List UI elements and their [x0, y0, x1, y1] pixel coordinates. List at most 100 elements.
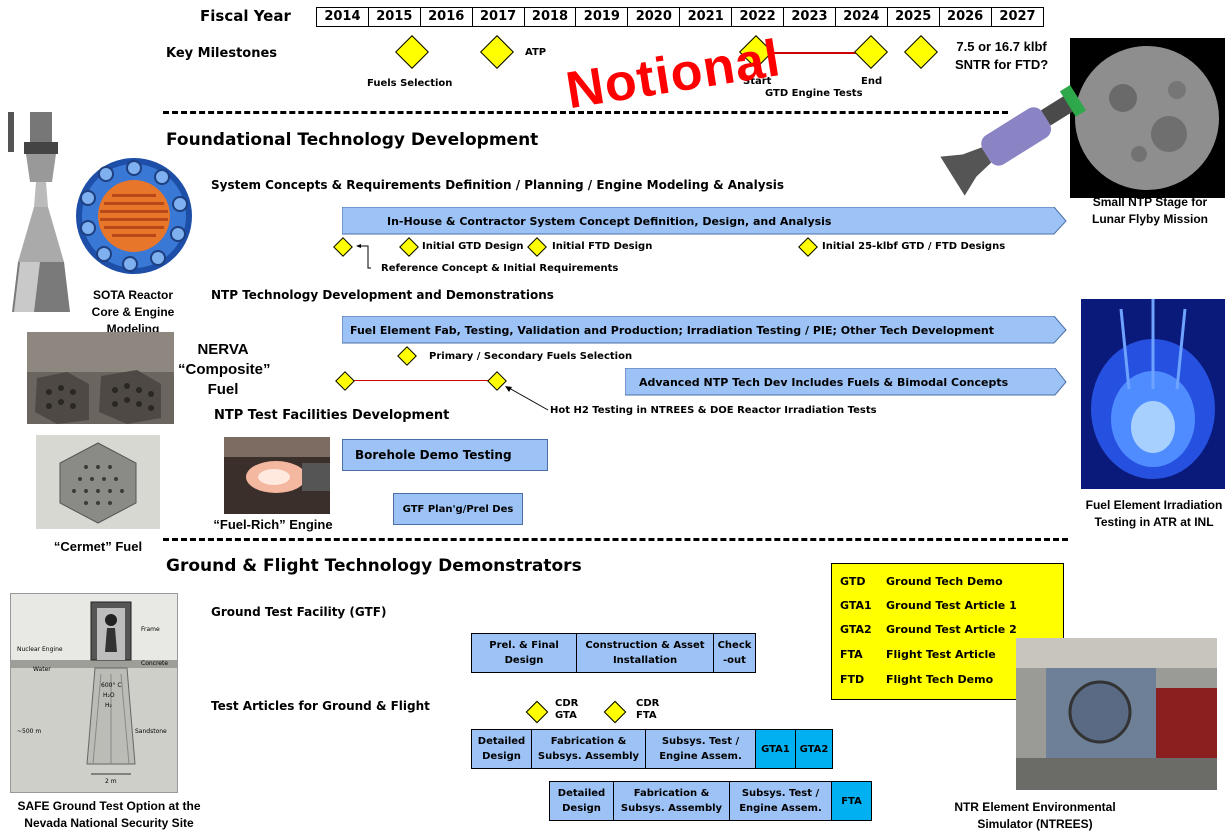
reference-concept-label: Reference Concept & Initial Requirements: [381, 263, 619, 274]
milestone-cdr-fta: [603, 700, 627, 724]
year-cell: 2025: [888, 8, 940, 26]
advanced-bar-label: Advanced NTP Tech Dev Includes Fuels & B…: [639, 375, 1009, 389]
test-facilities-label: NTP Test Facilities Development: [214, 408, 450, 423]
year-cell: 2024: [836, 8, 888, 26]
fuel-rich-engine-image: [224, 437, 330, 514]
fiscal-year-label: Fiscal Year: [200, 7, 291, 25]
ground-flight-title: Ground & Flight Technology Demonstrators: [166, 556, 582, 576]
initial-ftd-label: Initial FTD Design: [552, 241, 653, 252]
initial-gtd-label: Initial GTD Design: [422, 241, 524, 252]
gtf-cell-checkout: Check -out: [717, 640, 752, 666]
year-cell: 2015: [369, 8, 421, 26]
ground-cell-subsys: Subsys. Test / Engine Assem.: [646, 730, 756, 768]
initial-25k-label: Initial 25-klbf GTD / FTD Designs: [822, 241, 1006, 252]
safe-diagram-image: Frame Nuclear Engine Water Concrete 600°…: [10, 593, 178, 793]
ground-cell-detailed: Detailed Design: [472, 730, 532, 768]
safe-temp-label: 600° C: [101, 682, 122, 689]
milestone-initial-25k: [798, 237, 818, 257]
year-cell: 2019: [576, 8, 629, 26]
year-scale: 2014 2015 2016 2017 2018 2019 2020 2021 …: [316, 7, 1045, 27]
ntrees-caption: NTR Element Environmental Simulator (NTR…: [954, 800, 1116, 831]
legend-value: Flight Test Article: [886, 648, 996, 661]
legend-row: GTD Ground Tech Demo: [840, 575, 1003, 588]
section-divider-top: [163, 111, 1008, 114]
key-milestones-label: Key Milestones: [166, 46, 278, 61]
foundational-title: Foundational Technology Development: [166, 130, 539, 150]
advanced-bar: Advanced NTP Tech Dev Includes Fuels & B…: [625, 368, 1067, 396]
start-label: Start: [743, 76, 772, 87]
milestone-initial-ftd: [527, 237, 547, 257]
year-cell: 2026: [940, 8, 992, 26]
milestone-initial-gtd: [399, 237, 419, 257]
gtf-plan-bar: GTF Plan'g/Prel Des: [393, 493, 523, 525]
ntrees-image: [1016, 638, 1217, 790]
borehole-bar: Borehole Demo Testing: [342, 439, 548, 471]
safe-h2o-label: H₂O: [103, 692, 115, 699]
inhouse-bar: In-House & Contractor System Concept Def…: [342, 207, 1067, 235]
reactor-core-image: [76, 158, 192, 274]
safe-concrete-label: Concrete: [141, 660, 169, 667]
fuel-element-bar-label: Fuel Element Fab, Testing, Validation an…: [350, 323, 995, 337]
gtf-schedule-row: Prel. & Final Design Construction & Asse…: [471, 633, 756, 673]
gtf-label: Ground Test Facility (GTF): [211, 605, 387, 619]
irradiation-image: [1081, 299, 1225, 489]
atp-label: ATP: [525, 47, 547, 58]
cdr-gta-label: CDR GTA: [555, 698, 579, 721]
nerva-fuel-image: [27, 332, 174, 424]
safe-caption: SAFE Ground Test Option at the Nevada Na…: [17, 799, 201, 830]
fuels-selection-label: Fuels Selection: [367, 78, 453, 89]
flight-cell-fta: FTA: [832, 782, 871, 820]
year-cell: 2018: [525, 8, 577, 26]
milestone-hot-h2-start: [335, 371, 355, 391]
fuel-rich-caption: “Fuel-Rich” Engine: [213, 517, 333, 532]
engine-model-image: [0, 112, 80, 312]
lunar-flyby-image: [940, 38, 1225, 198]
legend-key: GTD: [840, 575, 866, 588]
year-cell: 2014: [317, 8, 369, 26]
safe-depth-label: ~500 m: [17, 728, 42, 735]
safe-width-label: 2 m: [105, 778, 117, 785]
fuel-element-bar: Fuel Element Fab, Testing, Validation an…: [342, 316, 1067, 344]
year-cell: 2016: [421, 8, 473, 26]
legend-key: FTA: [840, 648, 863, 661]
milestone-reference: [333, 237, 353, 257]
sntr-question: 7.5 or 16.7 klbf SNTR for FTD?: [955, 38, 1048, 74]
safe-engine-label: Nuclear Engine: [17, 646, 63, 653]
end-label: End: [861, 76, 883, 87]
gtf-cell-construction: Construction & Asset Installation: [577, 634, 714, 672]
year-cell: 2017: [473, 8, 525, 26]
cermet-fuel-image: [36, 435, 160, 529]
sntr-line1: 7.5 or 16.7 klbf: [956, 39, 1047, 54]
milestone-cdr-gta: [525, 700, 549, 724]
hot-h2-label: Hot H2 Testing in NTREES & DOE Reactor I…: [550, 405, 877, 416]
milestone-atp: [480, 35, 514, 69]
hot-h2-span-line: [345, 380, 498, 381]
cdr-fta-label: CDR FTA: [636, 698, 660, 721]
safe-water-label: Water: [33, 666, 51, 673]
fuel-element-caption: Fuel Element Irradiation Testing in ATR …: [1085, 498, 1223, 529]
legend-key: FTD: [840, 673, 865, 686]
legend-value: Ground Tech Demo: [886, 575, 1003, 588]
flight-article-row: Detailed Design Fabrication & Subsys. As…: [549, 781, 872, 821]
year-cell: 2027: [999, 9, 1036, 24]
reference-pointer: [356, 244, 371, 269]
legend-row: FTA Flight Test Article: [840, 648, 996, 661]
year-cell: 2020: [628, 8, 681, 26]
milestone-gtd-end: [854, 35, 888, 69]
cermet-caption: “Cermet” Fuel: [53, 539, 143, 554]
legend-value: Ground Test Article 1: [886, 599, 1017, 612]
ground-cell-fabrication: Fabrication & Subsys. Assembly: [532, 730, 646, 768]
hot-h2-pointer: [505, 386, 549, 411]
notional-watermark: Notional: [562, 29, 785, 121]
flight-cell-detailed: Detailed Design: [550, 782, 614, 820]
milestone-primary-secondary: [397, 346, 417, 366]
ntp-tech-label: NTP Technology Development and Demonstra…: [211, 288, 554, 302]
gtf-cell-design: Prel. & Final Design: [472, 634, 577, 672]
system-concepts-label: System Concepts & Requirements Definitio…: [211, 178, 784, 192]
legend-value: Ground Test Article 2: [886, 623, 1017, 636]
legend-key: GTA1: [840, 599, 872, 612]
nerva-caption: NERVA “Composite” Fuel: [178, 341, 271, 398]
year-cell: 2023: [784, 8, 836, 26]
